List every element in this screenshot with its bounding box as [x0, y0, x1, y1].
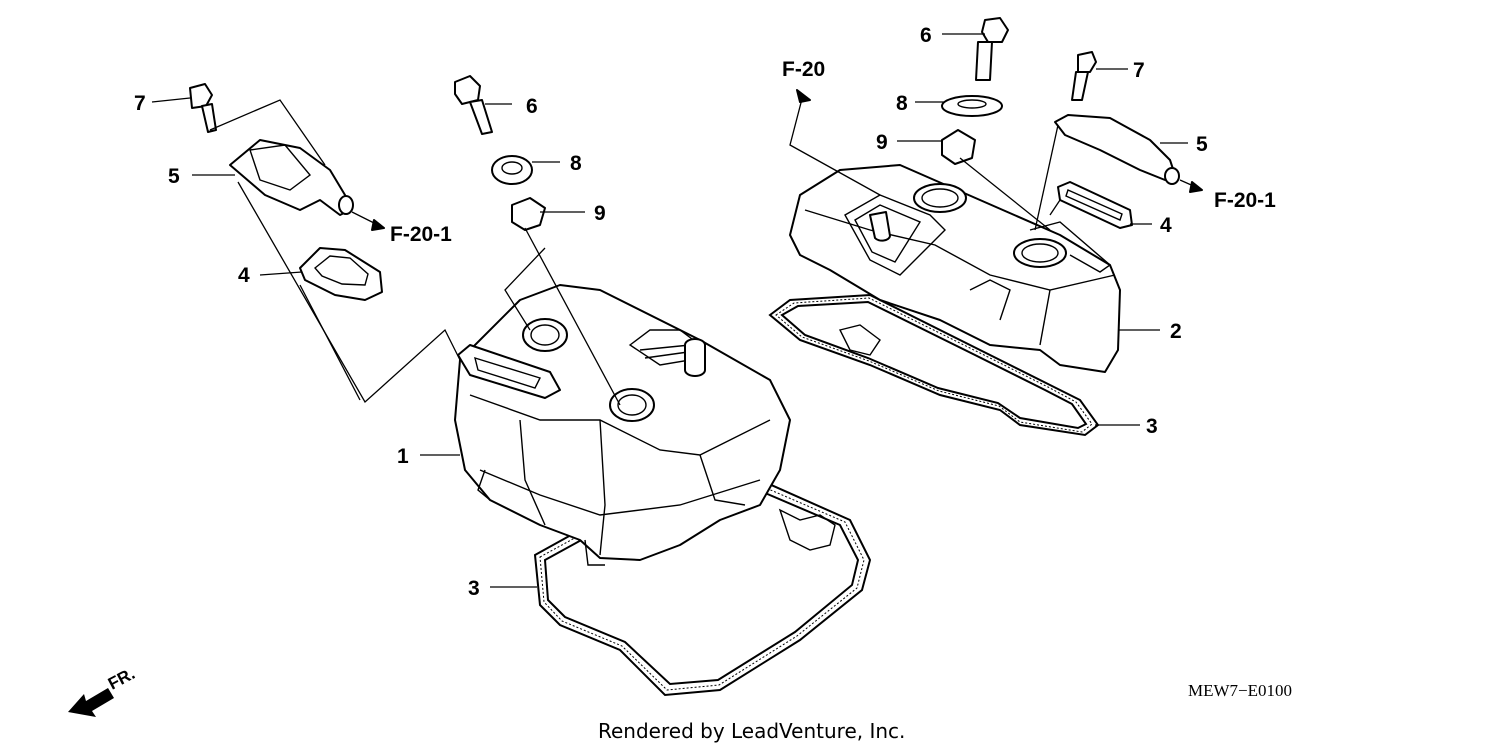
- label-5-left: 5: [168, 165, 180, 188]
- grommet-9-left: [511, 197, 546, 231]
- label-2: 2: [1170, 320, 1182, 343]
- front-direction-label: FR.: [105, 664, 138, 694]
- label-6-right: 6: [920, 24, 932, 47]
- seal-4-right: [1057, 181, 1133, 229]
- bolt-7-left: [189, 83, 217, 133]
- front-arrow-icon: [68, 688, 114, 717]
- label-7-left: 7: [134, 92, 146, 115]
- diagram-code: MEW7−E0100: [1188, 681, 1292, 700]
- bolt-7-right: [1071, 51, 1097, 101]
- bolt-6-left: [454, 75, 493, 135]
- label-3-right: 3: [1146, 415, 1158, 438]
- cylinder-head-cover-left: [454, 284, 791, 566]
- label-4-left: 4: [238, 264, 250, 287]
- leader-lines-left: [151, 97, 621, 588]
- label-4-right: 4: [1160, 214, 1172, 237]
- label-8-right: 8: [896, 92, 908, 115]
- label-3-left: 3: [468, 577, 480, 600]
- label-8-left: 8: [570, 152, 582, 175]
- washer-8-right: [941, 95, 1003, 117]
- label-9-right: 9: [876, 131, 888, 154]
- bolt-6-right: [975, 17, 1009, 81]
- breather-joint-left: [229, 139, 354, 216]
- label-1: 1: [397, 445, 409, 468]
- ref-f20-1-right: F-20-1: [1214, 189, 1276, 212]
- seal-4-left: [299, 247, 383, 301]
- ref-f20-1-left: F-20-1: [390, 223, 452, 246]
- label-7-right: 7: [1133, 59, 1145, 82]
- ref-f20: F-20: [782, 58, 825, 81]
- washer-8-left: [491, 155, 533, 185]
- label-9-left: 9: [594, 202, 606, 225]
- grommet-9-right: [941, 129, 976, 165]
- label-5-right: 5: [1196, 133, 1208, 156]
- credit-text: Rendered by LeadVenture, Inc.: [598, 719, 905, 743]
- label-6-left: 6: [526, 95, 538, 118]
- breather-joint-right: [1054, 114, 1180, 185]
- leader-lines-right: [789, 33, 1203, 426]
- gasket-right: [768, 293, 1100, 437]
